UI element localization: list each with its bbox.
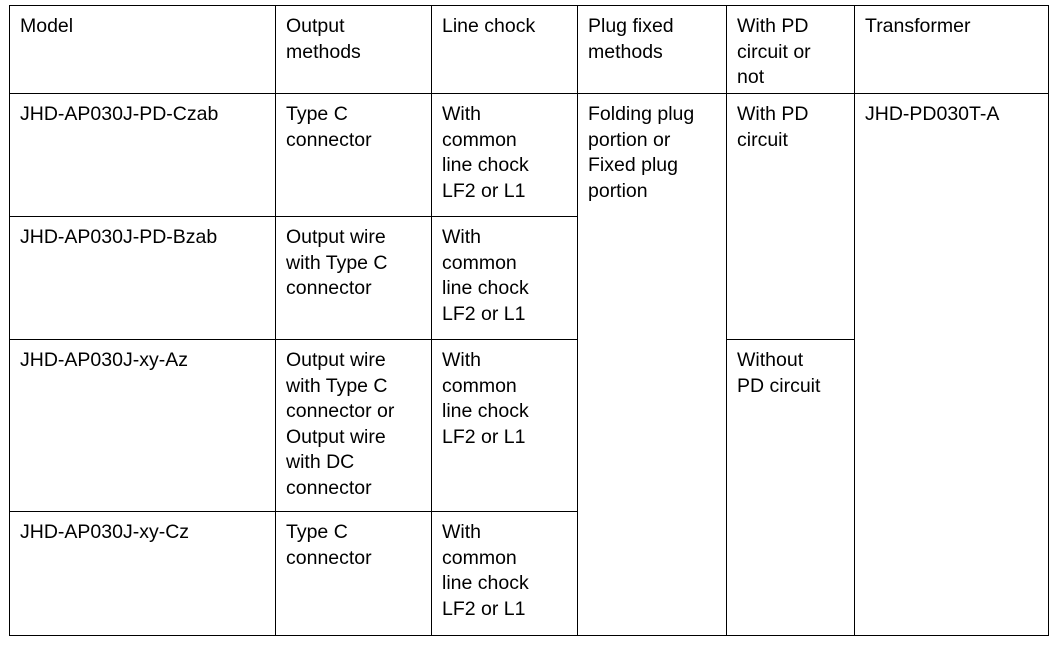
table-row: JHD-AP030J-PD-Bzab Output wire with Type…: [9, 216, 1049, 340]
spec-table-container: Model Output methods Line chock Plug fix…: [9, 5, 1049, 636]
cell-model-row-1: JHD-AP030J-PD-Czab: [9, 93, 276, 217]
table-header-row: Model Output methods Line chock Plug fix…: [9, 5, 1049, 94]
cell-line-chock-row-2: With common line chock LF2 or L1: [431, 216, 578, 340]
cell-line-chock-row-1: With common line chock LF2 or L1: [431, 93, 578, 217]
model-specification-table: Model Output methods Line chock Plug fix…: [9, 5, 1049, 636]
cell-transformer-merged: JHD-PD030T-A: [854, 93, 1049, 636]
cell-pd-circuit-without-merged: Without PD circuit: [726, 339, 855, 636]
cell-pd-circuit-with-merged: With PD circuit: [726, 93, 855, 340]
cell-model-row-2: JHD-AP030J-PD-Bzab: [9, 216, 276, 340]
column-header-output-methods: Output methods: [275, 5, 432, 94]
table-row: JHD-AP030J-PD-Czab Type C connector With…: [9, 93, 1049, 636]
cell-output-row-3: Output wire with Type C connector or Out…: [275, 339, 432, 512]
column-header-transformer: Transformer: [854, 5, 1049, 94]
column-header-plug-fixed-methods: Plug fixed methods: [577, 5, 727, 94]
table-row: JHD-AP030J-xy-Az Output wire with Type C…: [9, 339, 1049, 636]
cell-output-row-4: Type C connector: [275, 511, 432, 636]
cell-model-row-4: JHD-AP030J-xy-Cz: [9, 511, 276, 636]
cell-model-row-3: JHD-AP030J-xy-Az: [9, 339, 276, 512]
column-header-line-chock: Line chock: [431, 5, 578, 94]
cell-output-row-1: Type C connector: [275, 93, 432, 217]
cell-output-row-2: Output wire with Type C connector: [275, 216, 432, 340]
column-header-pd-circuit: With PD circuit or not: [726, 5, 855, 94]
table-row: JHD-AP030J-xy-Cz Type C connector With c…: [9, 511, 1049, 636]
cell-line-chock-row-4: With common line chock LF2 or L1: [431, 511, 578, 636]
column-header-model: Model: [9, 5, 276, 94]
cell-line-chock-row-3: With common line chock LF2 or L1: [431, 339, 578, 512]
cell-plug-fixed-methods-merged: Folding plug portion or Fixed plug porti…: [577, 93, 727, 636]
